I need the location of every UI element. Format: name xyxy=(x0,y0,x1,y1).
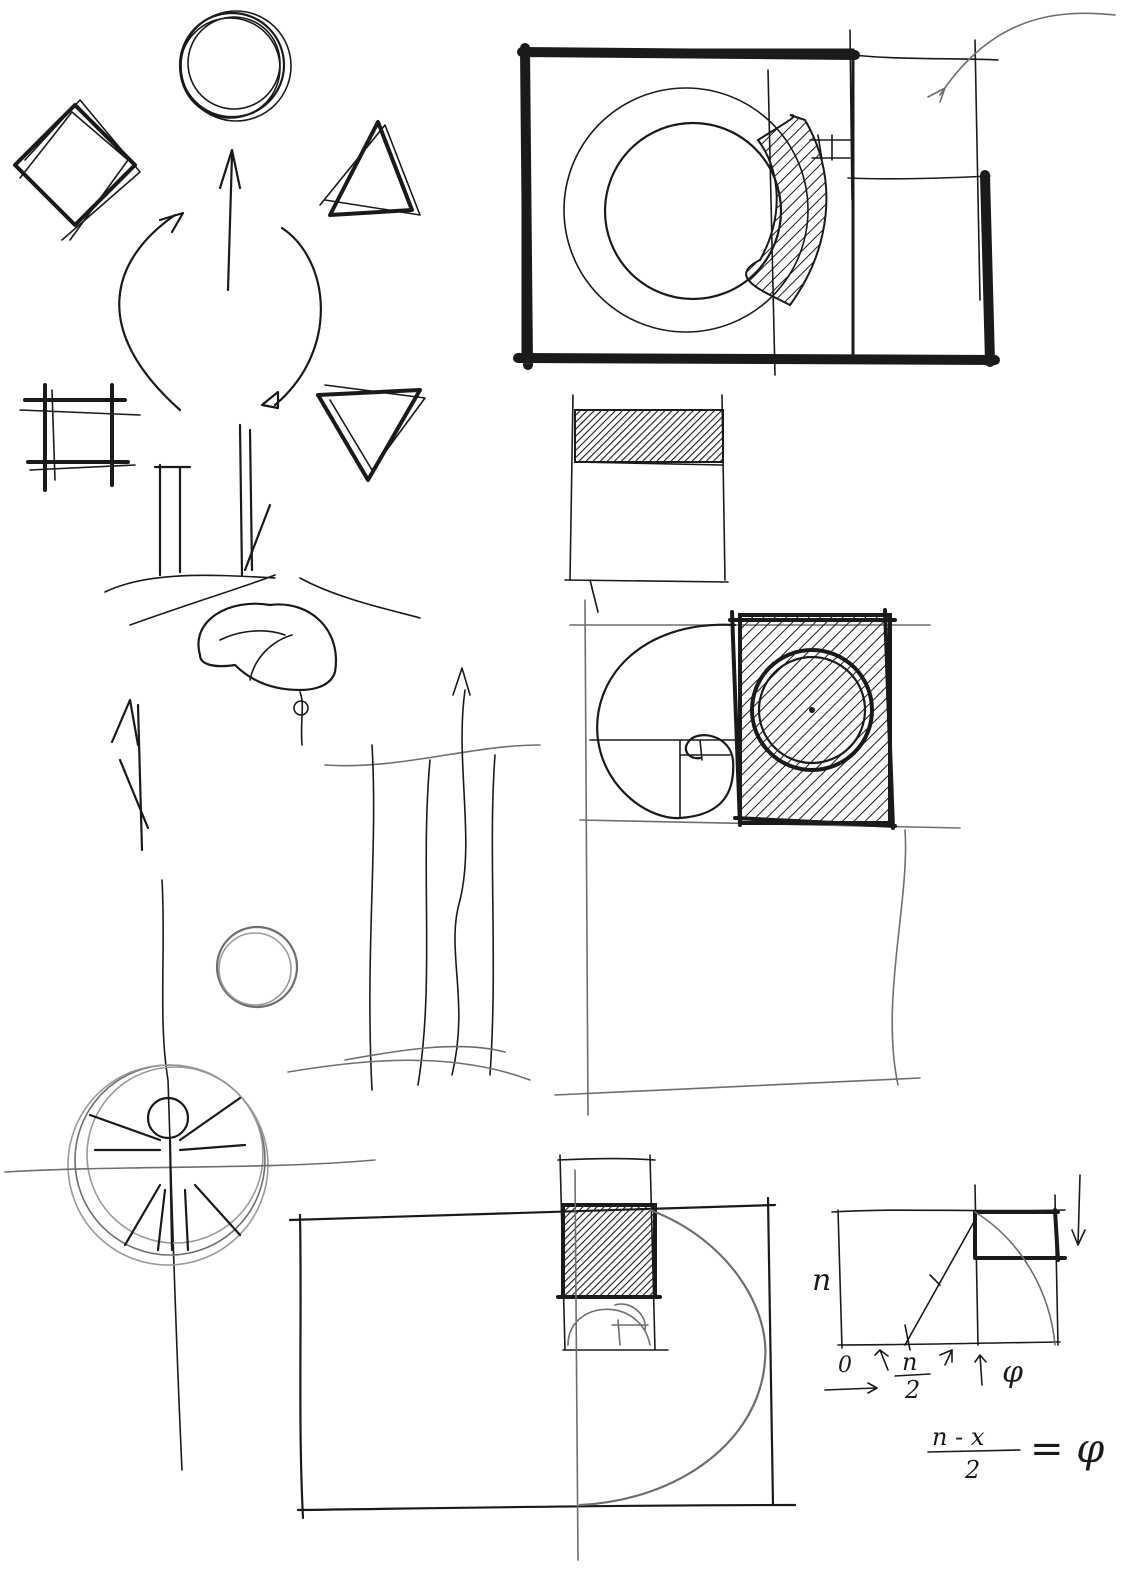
origin-label: 0 xyxy=(838,1353,852,1378)
vertical-axis-line xyxy=(162,880,182,1470)
golden-spiral-grid xyxy=(555,600,960,1115)
scribbled-diamond xyxy=(15,100,140,240)
scribbled-square xyxy=(20,385,140,490)
brain-icon xyxy=(198,604,336,745)
scribbled-triangle-up xyxy=(320,122,420,215)
phi-label: φ xyxy=(1002,1355,1023,1390)
formula-equals-phi: = φ xyxy=(1030,1426,1104,1472)
framed-plan xyxy=(518,13,1115,375)
curved-arrow-left xyxy=(119,213,183,410)
formula-denominator: 2 xyxy=(964,1456,980,1484)
vitruvian-figure xyxy=(5,1065,375,1265)
wavy-column-sketch xyxy=(288,668,540,1090)
pillars-on-ground xyxy=(105,425,420,625)
formula-numerator: n - x xyxy=(932,1423,985,1451)
half-denominator: 2 xyxy=(904,1376,920,1404)
curved-arrow-right xyxy=(262,228,321,408)
small-arrow-up xyxy=(112,700,148,850)
half-numerator: n xyxy=(902,1348,917,1376)
arrow-up xyxy=(220,150,240,290)
side-label: n xyxy=(812,1263,831,1298)
hatched-top-rectangle xyxy=(565,395,728,612)
phi-construction xyxy=(825,1175,1085,1452)
golden-rectangle-large xyxy=(290,1155,795,1560)
scribbled-triangle-down xyxy=(318,385,425,480)
grey-ring xyxy=(217,927,297,1007)
scribbled-circle xyxy=(180,11,291,121)
